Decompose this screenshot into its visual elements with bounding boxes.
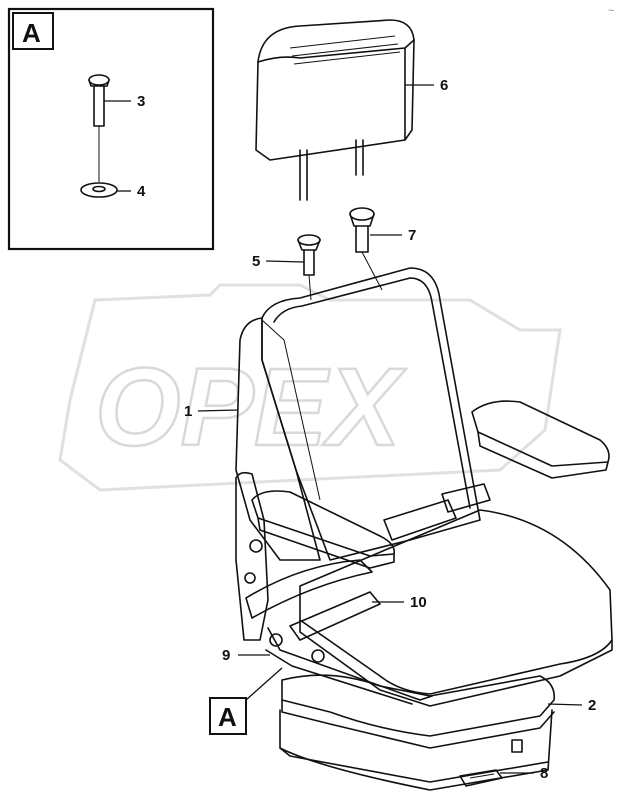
view-marker-label: A	[218, 702, 237, 732]
bolt-part	[88, 74, 110, 182]
callout-10: 10	[410, 594, 427, 611]
callout-5: 5	[252, 253, 260, 270]
callout-7: 7	[408, 227, 416, 244]
callout-9: 9	[222, 647, 230, 664]
callout-4: 4	[137, 183, 146, 200]
callouts: 1 2 3 4 5 6 7 8 9 10	[104, 77, 596, 782]
headrest-part	[255, 19, 415, 201]
watermark: OPEX	[58, 283, 562, 492]
backrest-part	[235, 267, 481, 561]
corner-mark: ~	[608, 5, 614, 17]
suspension-base-part	[279, 674, 556, 791]
adjustment-lever-part	[459, 769, 503, 787]
view-marker-a: A	[209, 667, 283, 735]
left-armrest	[235, 471, 396, 641]
right-armrest	[471, 400, 610, 479]
seat-frame	[265, 627, 433, 705]
seat-cushion-part	[299, 509, 613, 707]
watermark-text: OPEX	[95, 346, 406, 469]
callout-8: 8	[540, 765, 548, 782]
callout-2: 2	[588, 697, 596, 714]
callout-6: 6	[440, 77, 448, 94]
callout-3: 3	[137, 93, 145, 110]
seat-belt	[245, 483, 491, 641]
washer-part	[80, 182, 118, 198]
detail-view-a: A	[7, 7, 215, 251]
detail-label: A	[22, 18, 41, 48]
callout-1: 1	[184, 403, 192, 420]
headrest-guides	[297, 207, 383, 301]
